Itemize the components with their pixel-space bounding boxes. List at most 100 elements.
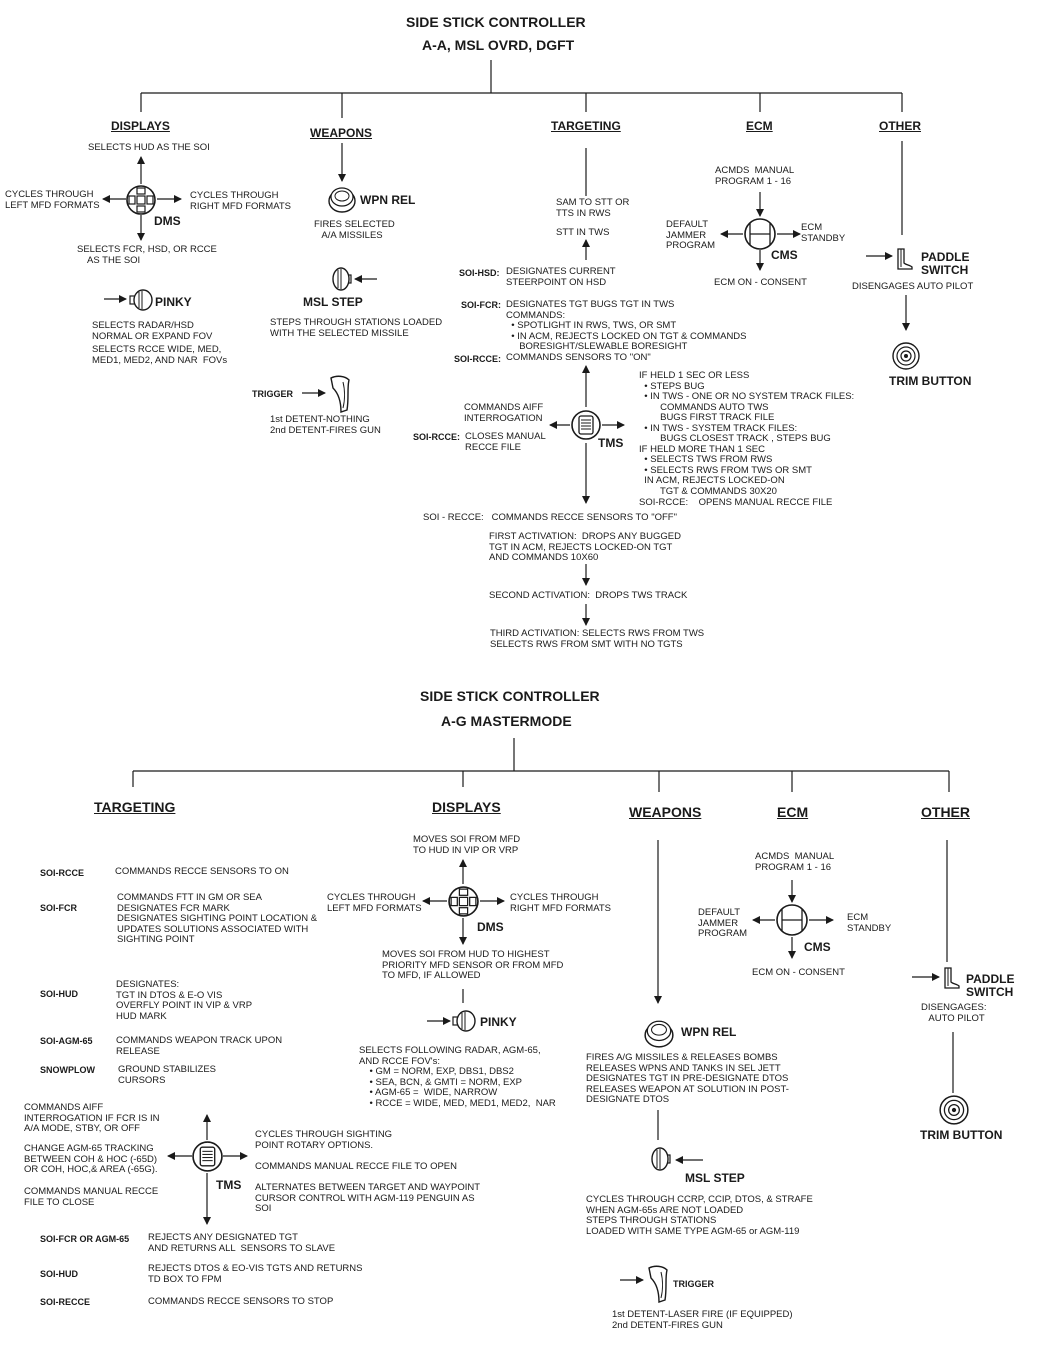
aa-subtitle: A-A, MSL OVRD, DGFT	[422, 37, 575, 53]
dms-switch-icon	[448, 886, 479, 917]
ag-tms-up-text: COMMANDS AIFF INTERROGATION IF FCR IS IN…	[24, 1102, 160, 1134]
ag-wpn-rel-desc: FIRES A/G MISSILES & RELEASES BOMBS RELE…	[586, 1052, 789, 1105]
aa-acmds-text: ACMDS MANUAL PROGRAM 1 - 16	[715, 165, 795, 187]
ag-default-jammer-text: DEFAULT JAMMER PROGRAM	[698, 907, 748, 939]
ag-acmds-text: ACMDS MANUAL PROGRAM 1 - 16	[755, 851, 835, 873]
ag-tms-right1-text: CYCLES THROUGH SIGHTING POINT ROTARY OPT…	[255, 1129, 393, 1151]
ag-targeting-row-desc: COMMANDS RECCE SENSORS TO ON	[115, 866, 289, 877]
aa-soi-rcce-close-desc: CLOSES MANUAL RECCE FILE	[465, 431, 546, 453]
missile-step-switch-icon	[651, 1147, 671, 1171]
aa-soi-rcce-label: SOI-RCCE:	[454, 354, 501, 364]
dms-switch-icon	[126, 185, 156, 215]
ag-header-other: OTHER	[921, 804, 970, 820]
ag-trigger-label: TRIGGER	[673, 1279, 715, 1289]
missile-step-switch-icon	[332, 267, 352, 291]
aa-soi-hsd-desc: DESIGNATES CURRENT STEERPOINT ON HSD	[506, 266, 616, 288]
ag-header-ecm: ECM	[777, 804, 809, 820]
ag-header-weapons: WEAPONS	[629, 804, 702, 820]
aa-header-targeting: TARGETING	[551, 119, 621, 133]
ag-msl-step-desc: CYCLES THROUGH CCRP, CCIP, DTOS, & STRAF…	[586, 1194, 813, 1237]
ag-paddle-desc: DISENGAGES: AUTO PILOT	[921, 1002, 987, 1024]
ag-cms-label: CMS	[804, 940, 831, 954]
aa-trigger-label: TRIGGER	[252, 389, 294, 399]
aa-wpn-rel-desc: FIRES SELECTED A/A MISSILES	[314, 219, 395, 241]
aa-dms-down-text: SELECTS FCR, HSD, OR RCCE AS THE SOI	[77, 244, 217, 266]
aa-title: SIDE STICK CONTROLLER	[406, 14, 586, 30]
ag-wpn-rel-label: WPN REL	[681, 1025, 737, 1039]
ag-tms-left-text: CHANGE AGM-65 TRACKING BETWEEN COH & HOC…	[24, 1143, 158, 1175]
weapon-release-button-icon	[644, 1020, 674, 1048]
trim-button-icon	[939, 1095, 969, 1125]
ag-targeting-row-label: SNOWPLOW	[40, 1065, 95, 1075]
aa-soi-hsd-label: SOI-HSD:	[459, 268, 500, 278]
ag-dms-up-text: MOVES SOI FROM MFD TO HUD IN VIP OR VRP	[413, 834, 521, 856]
ag-targeting-row-desc: COMMANDS FTT IN GM OR SEA DESIGNATES FCR…	[117, 892, 318, 945]
aa-dms-left-text: CYCLES THROUGH LEFT MFD FORMATS	[5, 189, 100, 211]
ag-targeting-row-desc: DESIGNATES: TGT IN DTOS & E-O VIS OVERFL…	[116, 979, 253, 1022]
aa-third-activation: THIRD ACTIVATION: SELECTS RWS FROM TWS S…	[490, 628, 705, 650]
trim-button-icon	[892, 342, 920, 370]
pinky-switch-icon	[452, 1010, 476, 1032]
ag-dms-down-text: MOVES SOI FROM HUD TO HIGHEST PRIORITY M…	[382, 949, 564, 981]
aa-sam-text: SAM TO STT OR TTS IN RWS	[556, 197, 630, 219]
aa-first-activation: FIRST ACTIVATION: DROPS ANY BUGGED TGT I…	[489, 531, 681, 563]
aa-stt-text: STT IN TWS	[556, 227, 610, 238]
ag-tms-left2-text: COMMANDS MANUAL RECCE FILE TO CLOSE	[24, 1186, 159, 1208]
ag-targeting-row-desc: COMMANDS WEAPON TRACK UPON RELEASE	[116, 1035, 283, 1057]
ag-tms-down-desc: REJECTS DTOS & EO-VIS TGTS AND RETURNS T…	[148, 1263, 363, 1285]
ag-dms-right-text: CYCLES THROUGH RIGHT MFD FORMATS	[510, 892, 611, 914]
ag-dms-left-text: CYCLES THROUGH LEFT MFD FORMATS	[327, 892, 422, 914]
ag-header-displays: DISPLAYS	[432, 799, 501, 815]
aa-ecm-consent-text: ECM ON - CONSENT	[714, 277, 807, 288]
ag-ecm-consent-text: ECM ON - CONSENT	[752, 967, 845, 978]
aa-soi-fcr-label: SOI-FCR:	[461, 300, 501, 310]
aa-msl-step-label: MSL STEP	[303, 295, 363, 309]
aa-pinky-label: PINKY	[155, 295, 192, 309]
cms-switch-icon	[776, 904, 808, 936]
aa-soi-fcr-desc: DESIGNATES TGT BUGS TGT IN TWS COMMANDS:…	[506, 299, 747, 352]
ag-trim-button-label: TRIM BUTTON	[920, 1128, 1003, 1142]
ag-title: SIDE STICK CONTROLLER	[420, 688, 600, 704]
ag-targeting-row-label: SOI-AGM-65	[40, 1036, 93, 1046]
trigger-icon	[648, 1265, 668, 1303]
aa-header-displays: DISPLAYS	[111, 119, 170, 133]
aa-soi-rcce-desc: COMMANDS SENSORS TO "ON"	[506, 352, 651, 363]
paddle-switch-icon	[897, 248, 913, 270]
aa-header-other: OTHER	[879, 119, 921, 133]
weapon-release-button-icon	[328, 187, 356, 213]
tms-switch-icon	[571, 410, 601, 440]
ag-trigger-desc: 1st DETENT-LASER FIRE (IF EQUIPPED) 2nd …	[612, 1309, 793, 1331]
ag-dms-label: DMS	[477, 920, 504, 934]
aa-pinky-desc-2: SELECTS RCCE WIDE, MED, MED1, MED2, AND …	[92, 344, 228, 366]
ag-tms-right2-text: COMMANDS MANUAL RECCE FILE TO OPEN	[255, 1161, 457, 1172]
paddle-switch-icon	[944, 967, 960, 989]
ag-msl-step-label: MSL STEP	[685, 1171, 745, 1185]
tms-switch-icon	[192, 1141, 223, 1172]
ag-tms-down-desc: COMMANDS RECCE SENSORS TO STOP	[148, 1296, 334, 1307]
ag-paddle-switch-label: PADDLE SWITCH	[966, 972, 1015, 999]
aa-dms-up-text: SELECTS HUD AS THE SOI	[88, 142, 210, 153]
aa-pinky-desc-1: SELECTS RADAR/HSD NORMAL OR EXPAND FOV	[92, 320, 213, 342]
aa-paddle-switch-label: PADDLE SWITCH	[921, 250, 970, 277]
trigger-icon	[330, 375, 350, 413]
aa-trigger-desc: 1st DETENT-NOTHING 2nd DETENT-FIRES GUN	[270, 414, 381, 436]
ag-targeting-row-label: SOI-RCCE	[40, 868, 85, 878]
aa-msl-step-desc: STEPS THROUGH STATIONS LOADED WITH THE S…	[270, 317, 443, 339]
ag-tms-down-label: SOI-RECCE	[40, 1297, 91, 1307]
aa-soi-rcce-close-label: SOI-RCCE:	[413, 432, 460, 442]
pinky-switch-icon	[129, 289, 153, 311]
ag-pinky-label: PINKY	[480, 1015, 517, 1029]
aa-cms-label: CMS	[771, 248, 798, 262]
ag-ecm-standby-text: ECM STANDBY	[847, 912, 892, 934]
aa-aiff-text: COMMANDS AIFF INTERROGATION	[464, 402, 544, 424]
aa-soi-recce-down: SOI - RECCE: COMMANDS RECCE SENSORS TO "…	[423, 512, 677, 523]
ag-targeting-row-label: SOI-HUD	[40, 989, 78, 999]
ag-pinky-desc: SELECTS FOLLOWING RADAR, AGM-65, AND RCC…	[359, 1045, 556, 1109]
aa-header-weapons: WEAPONS	[310, 126, 373, 140]
aa-default-jammer-text: DEFAULT JAMMER PROGRAM	[666, 219, 716, 251]
ag-header-targeting: TARGETING	[94, 799, 176, 815]
ag-subtitle: A-G MASTERMODE	[441, 713, 572, 729]
ag-tms-down-label: SOI-FCR OR AGM-65	[40, 1234, 130, 1244]
